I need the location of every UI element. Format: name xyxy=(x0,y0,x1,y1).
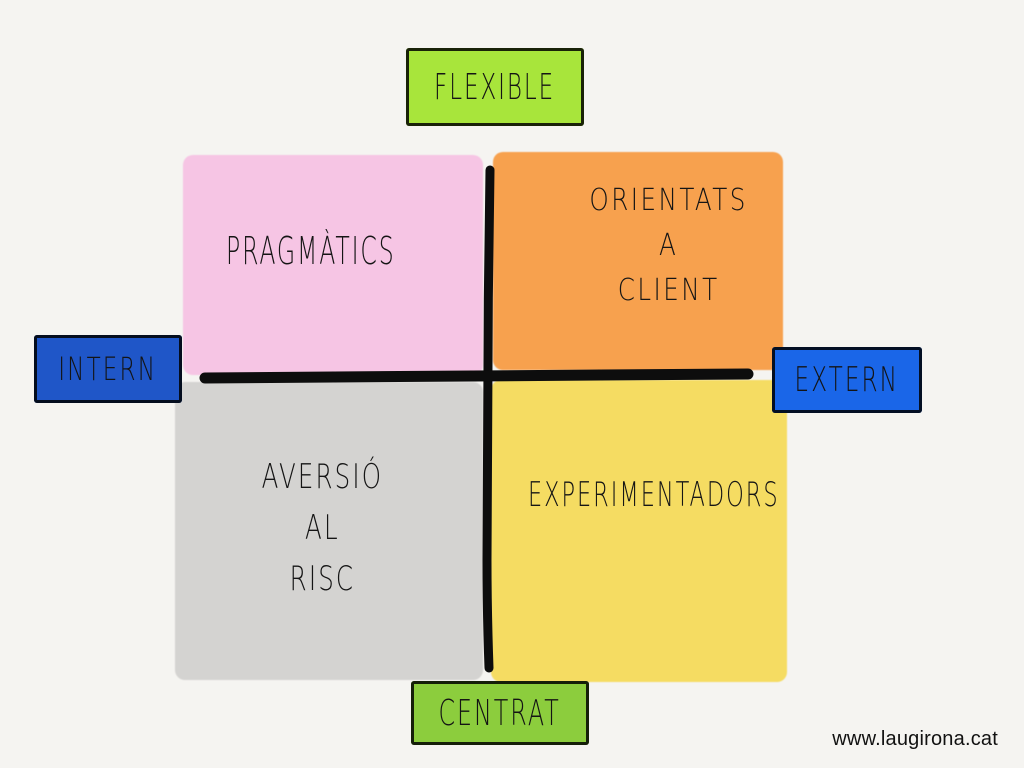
quadrant-top-right xyxy=(493,152,783,370)
quadrant-label-bottom-left: AVERSIÓ AL RISC xyxy=(238,452,407,605)
quadrant-label-bottom-left-line: AVERSIÓ xyxy=(261,457,384,497)
quadrant-label-bottom-left-line: AL xyxy=(305,508,340,548)
axis-label-top-text: FLEXIBLE xyxy=(434,66,556,108)
axis-label-left: INTERN xyxy=(34,335,182,403)
quadrant-top-left xyxy=(183,155,483,375)
quadrant-bottom-right xyxy=(491,380,787,682)
quadrant-bottom-left xyxy=(175,382,483,680)
quadrant-label-top-left: PRAGMÀTICS xyxy=(226,229,396,273)
axis-label-top: FLEXIBLE xyxy=(406,48,584,126)
quadrant-label-top-right-line: CLIENT xyxy=(617,273,720,308)
quadrant-label-bottom-left-line: RISC xyxy=(289,559,356,599)
axis-label-right: EXTERN xyxy=(772,347,922,413)
axis-label-bottom-text: CENTRAT xyxy=(438,692,562,734)
horizontal-axis-line xyxy=(199,368,754,384)
footer-credit: www.laugirona.cat xyxy=(832,728,998,750)
axis-label-left-text: INTERN xyxy=(58,350,158,388)
quadrant-label-top-right: ORIENTATS A CLIENT xyxy=(572,178,765,313)
quadrant-label-bottom-right: EXPERIMENTADORS xyxy=(528,475,780,515)
quadrant-label-top-right-line: ORIENTATS xyxy=(589,183,748,218)
quadrant-label-top-right-line: A xyxy=(658,228,679,263)
axis-label-right-text: EXTERN xyxy=(794,360,900,400)
axis-label-bottom: CENTRAT xyxy=(411,681,589,745)
vertical-axis-line xyxy=(482,165,495,673)
